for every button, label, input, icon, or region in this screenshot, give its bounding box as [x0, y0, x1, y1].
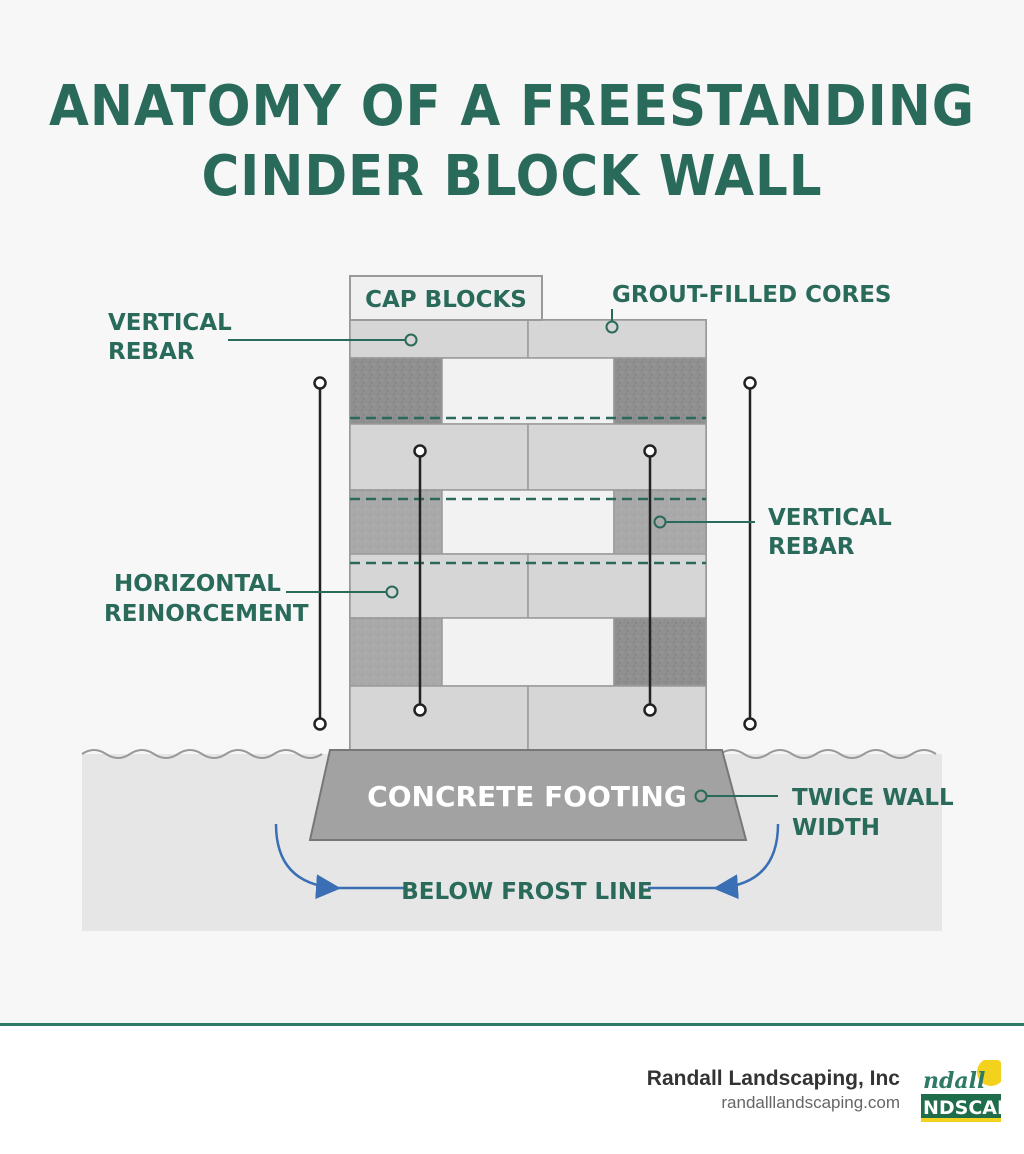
- grout-filled-cores-label: GROUT-FILLED CORES: [612, 282, 891, 308]
- horizontal-reinforcement-lines: [350, 416, 706, 565]
- callout-grout-filled-cores: GROUT-FILLED CORES: [605, 282, 891, 334]
- footer-divider: [0, 1023, 1024, 1026]
- company-info: Randall Landscaping, Inc randalllandscap…: [647, 1066, 900, 1114]
- company-logo: ndall NDSCAP: [921, 1060, 1001, 1122]
- page-title: ANATOMY OF A FREESTANDING CINDER BLOCK W…: [41, 72, 983, 212]
- callout-vertical-rebar-left: VERTICAL REBAR: [108, 310, 418, 365]
- footer: [0, 1026, 1024, 1154]
- callout-twice-wall-width: TWICE WALL WIDTH: [694, 785, 954, 841]
- vertical-rebar-right-label-1: VERTICAL: [768, 505, 892, 531]
- twice-wall-width-label-1: TWICE WALL: [792, 785, 954, 811]
- logo-icon: ndall NDSCAP: [921, 1060, 1001, 1122]
- horizontal-reinforcement-label-1: HORIZONTAL: [114, 571, 281, 597]
- block-wall: [349, 319, 707, 751]
- title-line-1: ANATOMY OF A FREESTANDING: [49, 74, 975, 139]
- cap-blocks-label: CAP BLOCKS: [365, 287, 527, 313]
- vertical-rebar-right-label-2: REBAR: [768, 534, 855, 560]
- vertical-rebar-left-label-2: REBAR: [108, 339, 195, 365]
- logo-block-text: NDSCAP: [923, 1097, 1001, 1119]
- concrete-footing-label: CONCRETE FOOTING: [367, 780, 687, 813]
- cap-block: CAP BLOCKS: [349, 275, 543, 321]
- company-name: Randall Landscaping, Inc: [646, 1067, 900, 1090]
- frost-line-indicator: BELOW FROST LINE: [274, 823, 780, 905]
- title-line-2: CINDER BLOCK WALL: [201, 144, 823, 209]
- twice-wall-width-label-2: WIDTH: [792, 815, 880, 841]
- company-url[interactable]: randalllandscaping.com: [721, 1093, 900, 1112]
- wall-diagram: CAP BLOCKS CONCRETE FOOTING GROUT-FILLED…: [81, 275, 954, 931]
- logo-script-text: ndall: [923, 1068, 985, 1094]
- concrete-footing: CONCRETE FOOTING: [308, 749, 748, 841]
- horizontal-reinforcement-label-2: REINORCEMENT: [104, 601, 309, 627]
- vertical-rebar-left-label-1: VERTICAL: [108, 310, 232, 336]
- callout-horizontal-reinforcement: HORIZONTAL REINORCEMENT: [104, 571, 399, 627]
- below-frost-line-label: BELOW FROST LINE: [401, 879, 652, 905]
- wall-height-markers: [313, 376, 757, 731]
- callout-vertical-rebar-right: VERTICAL REBAR: [653, 505, 892, 560]
- vertical-rebar-inner: [413, 444, 657, 717]
